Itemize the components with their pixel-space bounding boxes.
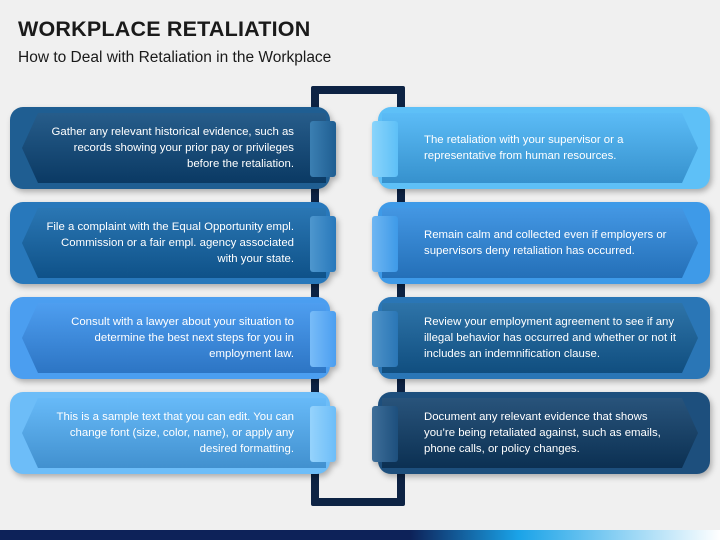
card-connector-tab [310, 216, 336, 272]
step-card-right-2[interactable]: Remain calm and collected even if employ… [372, 202, 710, 284]
page-title: WORKPLACE RETALIATION [18, 17, 311, 41]
footer-gradient-bar [0, 530, 720, 540]
card-chevron-body [22, 113, 326, 183]
slide-header: WORKPLACE RETALIATION How to Deal with R… [0, 0, 720, 67]
center-spine-frame [311, 86, 405, 506]
card-connector-tab [372, 121, 398, 177]
card-chevron-body [382, 113, 698, 183]
step-card-left-3[interactable]: Consult with a lawyer about your situati… [10, 297, 336, 379]
step-card-left-1[interactable]: Gather any relevant historical evidence,… [10, 107, 336, 189]
step-card-right-3[interactable]: Review your employment agreement to see … [372, 297, 710, 379]
diagram-row: Gather any relevant historical evidence,… [0, 107, 720, 189]
card-connector-tab [310, 121, 336, 177]
card-connector-tab [310, 311, 336, 367]
card-chevron-body [22, 398, 326, 468]
card-chevron-body [382, 208, 698, 278]
page-subtitle: How to Deal with Retaliation in the Work… [18, 48, 332, 66]
card-connector-tab [310, 406, 336, 462]
step-card-right-1[interactable]: The retaliation with your supervisor or … [372, 107, 710, 189]
card-chevron-body [22, 208, 326, 278]
card-chevron-body [22, 303, 326, 373]
card-chevron-body [382, 303, 698, 373]
card-connector-tab [372, 216, 398, 272]
card-connector-tab [372, 311, 398, 367]
step-card-left-4[interactable]: This is a sample text that you can edit.… [10, 392, 336, 474]
step-card-left-2[interactable]: File a complaint with the Equal Opportun… [10, 202, 336, 284]
diagram-row: File a complaint with the Equal Opportun… [0, 202, 720, 284]
step-card-right-4[interactable]: Document any relevant evidence that show… [372, 392, 710, 474]
diagram-row: Consult with a lawyer about your situati… [0, 297, 720, 379]
card-connector-tab [372, 406, 398, 462]
diagram-row: This is a sample text that you can edit.… [0, 392, 720, 474]
card-chevron-body [382, 398, 698, 468]
